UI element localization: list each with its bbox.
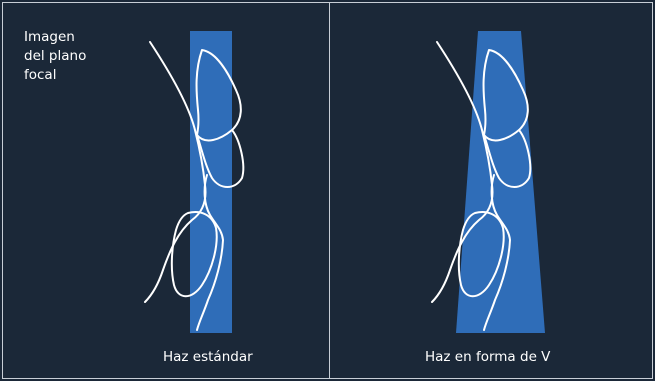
focal-plane-label-line-2: del plano	[24, 47, 86, 66]
caption-v-beam: Haz en forma de V	[425, 348, 550, 367]
focal-plane-label-line-1: Imagen	[24, 28, 86, 47]
focal-plane-label: Imagen del plano focal	[24, 28, 86, 85]
panel-standard-beam	[145, 31, 243, 333]
focal-plane-label-line-3: focal	[24, 66, 86, 85]
panel-v-beam	[432, 31, 545, 333]
outer-border	[3, 3, 653, 379]
caption-standard-beam: Haz estándar	[163, 348, 253, 367]
